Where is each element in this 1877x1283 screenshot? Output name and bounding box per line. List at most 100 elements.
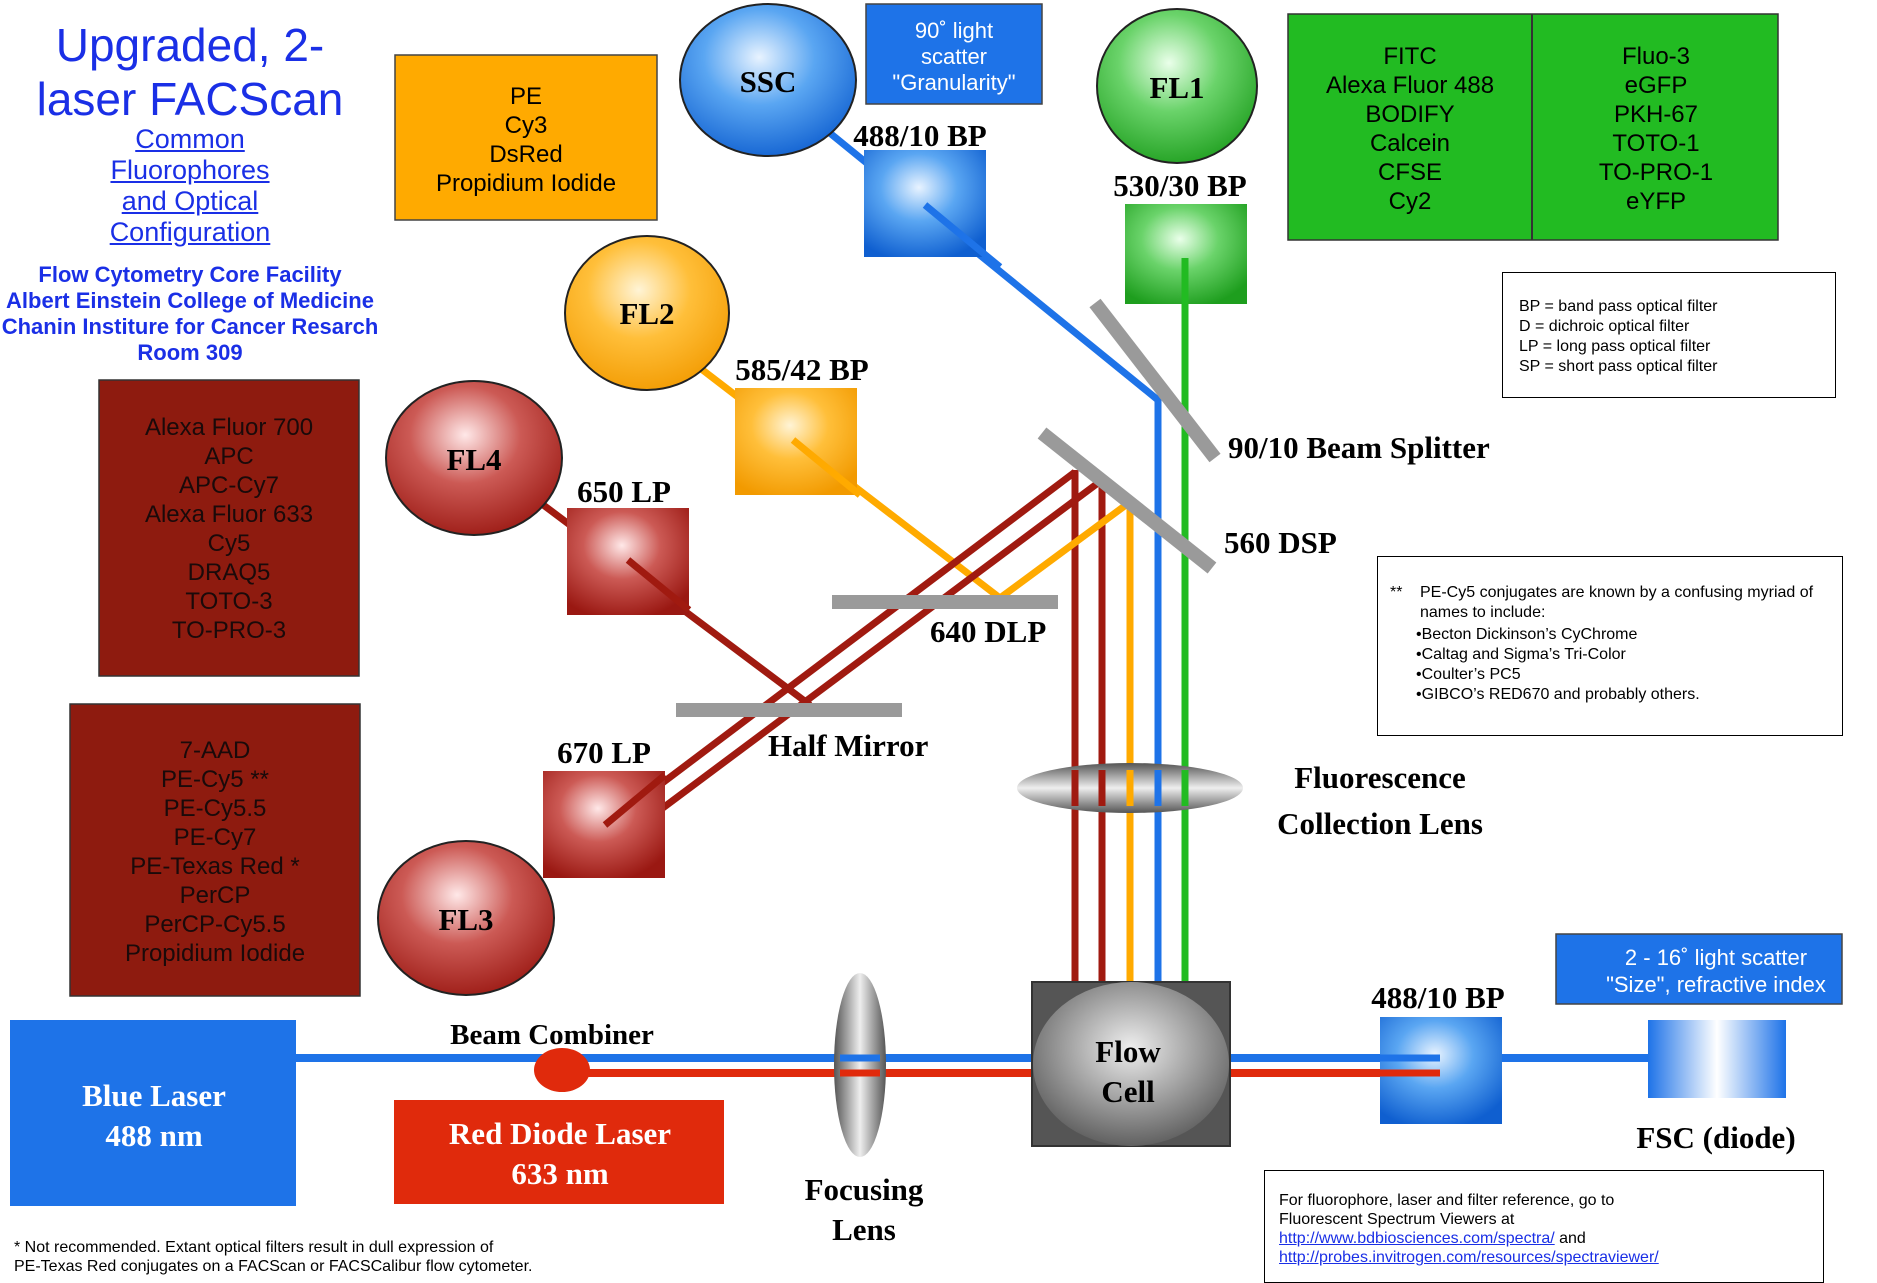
fl1-fluorophore-box <box>1287 13 1779 241</box>
fl4-detector-icon <box>385 380 563 536</box>
fl1-right-line: TO-PRO-1 <box>1599 159 1713 186</box>
fl1-left-line: BODIFY <box>1365 101 1454 128</box>
fl4-box-line: APC <box>204 443 253 470</box>
side-scatter-line: "Granularity" <box>892 70 1015 95</box>
red-laser-wavelength: 633 nm <box>511 1156 608 1191</box>
facility-line: Room 309 <box>137 340 243 365</box>
beam-combiner-icon <box>534 1048 590 1092</box>
legend-line: SP = short pass optical filter <box>1519 358 1718 375</box>
dsp-mirror <box>1037 427 1217 574</box>
red-diag-beam-1 <box>597 469 1078 833</box>
fl4-box-line: TO-PRO-3 <box>172 617 286 644</box>
fl3-box-line: PE-Cy7 <box>174 824 257 851</box>
flow-cell-label-2: Cell <box>1101 1074 1155 1109</box>
fl3-box-line: PE-Texas Red * <box>130 853 299 880</box>
fl4-box-line: DRAQ5 <box>188 559 271 586</box>
collection-lens-label: Fluorescence <box>1294 760 1466 795</box>
fl1-left-line: Calcein <box>1370 130 1450 157</box>
legend-line: D = dichroic optical filter <box>1519 318 1690 335</box>
forward-scatter-line: "Size", refractive index <box>1606 972 1826 997</box>
side-scatter-line: scatter <box>921 44 987 69</box>
subtitle-link[interactable]: Common Fluorophores and Optical Configur… <box>60 124 320 248</box>
ssc-beam-through-filter <box>922 202 1003 270</box>
facility-line: Albert Einstein College of Medicine <box>6 288 374 313</box>
fl3-box-line: Propidium Iodide <box>125 940 305 967</box>
fl4-beam-through-filter <box>625 557 692 613</box>
note-text: PE-Cy5 conjugates are known by a confusi… <box>1420 584 1814 621</box>
fl4-detector-label: FL4 <box>446 442 501 477</box>
note-item: Caltag and Sigma’s Tri-Color <box>1416 645 1828 665</box>
ssc-detector-icon <box>679 3 857 157</box>
blue-laser-wavelength: 488 nm <box>105 1118 202 1153</box>
fl3-fluorophore-box <box>69 703 361 997</box>
beam-splitter-label: 90/10 Beam Splitter <box>1228 430 1490 465</box>
red-laser-label: Red Diode Laser <box>449 1116 671 1151</box>
fl1-filter-label: 530/30 BP <box>1113 168 1247 203</box>
flow-cell-icon <box>1031 981 1231 1147</box>
reference-line: Fluorescent Spectrum Viewers at <box>1279 1211 1515 1228</box>
fl1-right-line: PKH-67 <box>1614 101 1698 128</box>
half-mirror-label: Half Mirror <box>768 728 929 763</box>
subtitle-line[interactable]: Common <box>135 124 245 154</box>
beam-combiner-label: Beam Combiner <box>450 1019 654 1051</box>
orange-fl2-beam <box>997 499 1133 601</box>
bd-spectra-link[interactable]: http://www.bdbiosciences.com/spectra/ <box>1279 1230 1555 1247</box>
fl3-detector-icon <box>377 840 555 996</box>
fl4-filter-label: 650 LP <box>577 474 671 509</box>
pe-box-line: DsRed <box>489 141 562 168</box>
fl4-fluorophore-box <box>98 379 360 677</box>
pe-box-line: PE <box>510 83 542 110</box>
red-laser-box <box>394 1100 724 1204</box>
blue-laser-label: Blue Laser <box>82 1078 226 1113</box>
subtitle-line[interactable]: Configuration <box>109 217 271 247</box>
fl3-filter-label: 670 LP <box>557 735 651 770</box>
note-list: Becton Dickinson’s CyChrome Caltag and S… <box>1416 625 1828 705</box>
fl4-box-line: APC-Cy7 <box>179 472 279 499</box>
invitrogen-spectra-link[interactable]: http://probes.invitrogen.com/resources/s… <box>1279 1249 1659 1266</box>
filter-legend: BP = band pass optical filter D = dichro… <box>1502 272 1836 398</box>
subtitle-line[interactable]: and Optical <box>121 186 259 216</box>
footnote-line: PE-Texas Red conjugates on a FACScan or … <box>14 1258 533 1275</box>
fl4-box-line: Cy5 <box>208 530 251 557</box>
footnote-line: * Not recommended. Extant optical filter… <box>14 1239 494 1256</box>
fsc-diode-icon <box>1648 1020 1786 1098</box>
legend-line: LP = long pass optical filter <box>1519 338 1711 355</box>
fl3-box-line: 7-AAD <box>180 737 251 764</box>
red-diag-beam-2 <box>617 477 1105 843</box>
focusing-lens-label: Focusing <box>805 1172 924 1207</box>
reference-links-line-2: http://probes.invitrogen.com/resources/s… <box>1279 1248 1809 1267</box>
facility-info: Flow Cytometry Core Facility Albert Eins… <box>0 262 380 366</box>
note-item: Becton Dickinson’s CyChrome <box>1416 625 1828 645</box>
side-scatter-box <box>865 3 1043 105</box>
dlp-label: 640 DLP <box>930 614 1046 649</box>
facility-line: Flow Cytometry Core Facility <box>38 262 342 287</box>
footnote: * Not recommended. Extant optical filter… <box>14 1238 654 1276</box>
fl2-filter-label: 585/42 BP <box>735 352 869 387</box>
focusing-lens-label-2: Lens <box>832 1212 896 1247</box>
fl1-left-line: Alexa Fluor 488 <box>1326 72 1494 99</box>
flow-cell-label: Flow <box>1095 1034 1161 1069</box>
legend-line: BP = band pass optical filter <box>1519 298 1718 315</box>
fl1-detector-label: FL1 <box>1149 70 1204 105</box>
fl4-box-line: Alexa Fluor 633 <box>145 501 313 528</box>
ssc-filter-label: 488/10 BP <box>853 118 987 153</box>
fl1-right-line: eGFP <box>1625 72 1688 99</box>
reference-and: and <box>1554 1230 1586 1247</box>
fl3-beam-through-filter <box>602 772 668 828</box>
blue-laser-box <box>10 1020 296 1206</box>
reference-links-line: http://www.bdbiosciences.com/spectra/ an… <box>1279 1229 1809 1248</box>
fsc-detector-label: FSC (diode) <box>1636 1120 1795 1155</box>
note-marker: ** <box>1390 584 1403 601</box>
beam-splitter-mirror <box>1089 298 1221 463</box>
subtitle-line[interactable]: Fluorophores <box>110 155 270 185</box>
dsp-label: 560 DSP <box>1224 525 1337 560</box>
fl1-right-line: TOTO-1 <box>1612 130 1699 157</box>
collection-lens-label-2: Collection Lens <box>1277 806 1483 841</box>
pe-fluorophore-box <box>394 54 658 221</box>
fl2-beam-through-filter <box>790 437 863 498</box>
fsc-filter-label: 488/10 BP <box>1371 980 1505 1015</box>
forward-scatter-box <box>1555 933 1843 1005</box>
forward-scatter-line: 2 - 16˚ light scatter <box>1625 945 1807 970</box>
focusing-lens-icon <box>834 973 886 1157</box>
fl2-detector-label: FL2 <box>619 296 674 331</box>
